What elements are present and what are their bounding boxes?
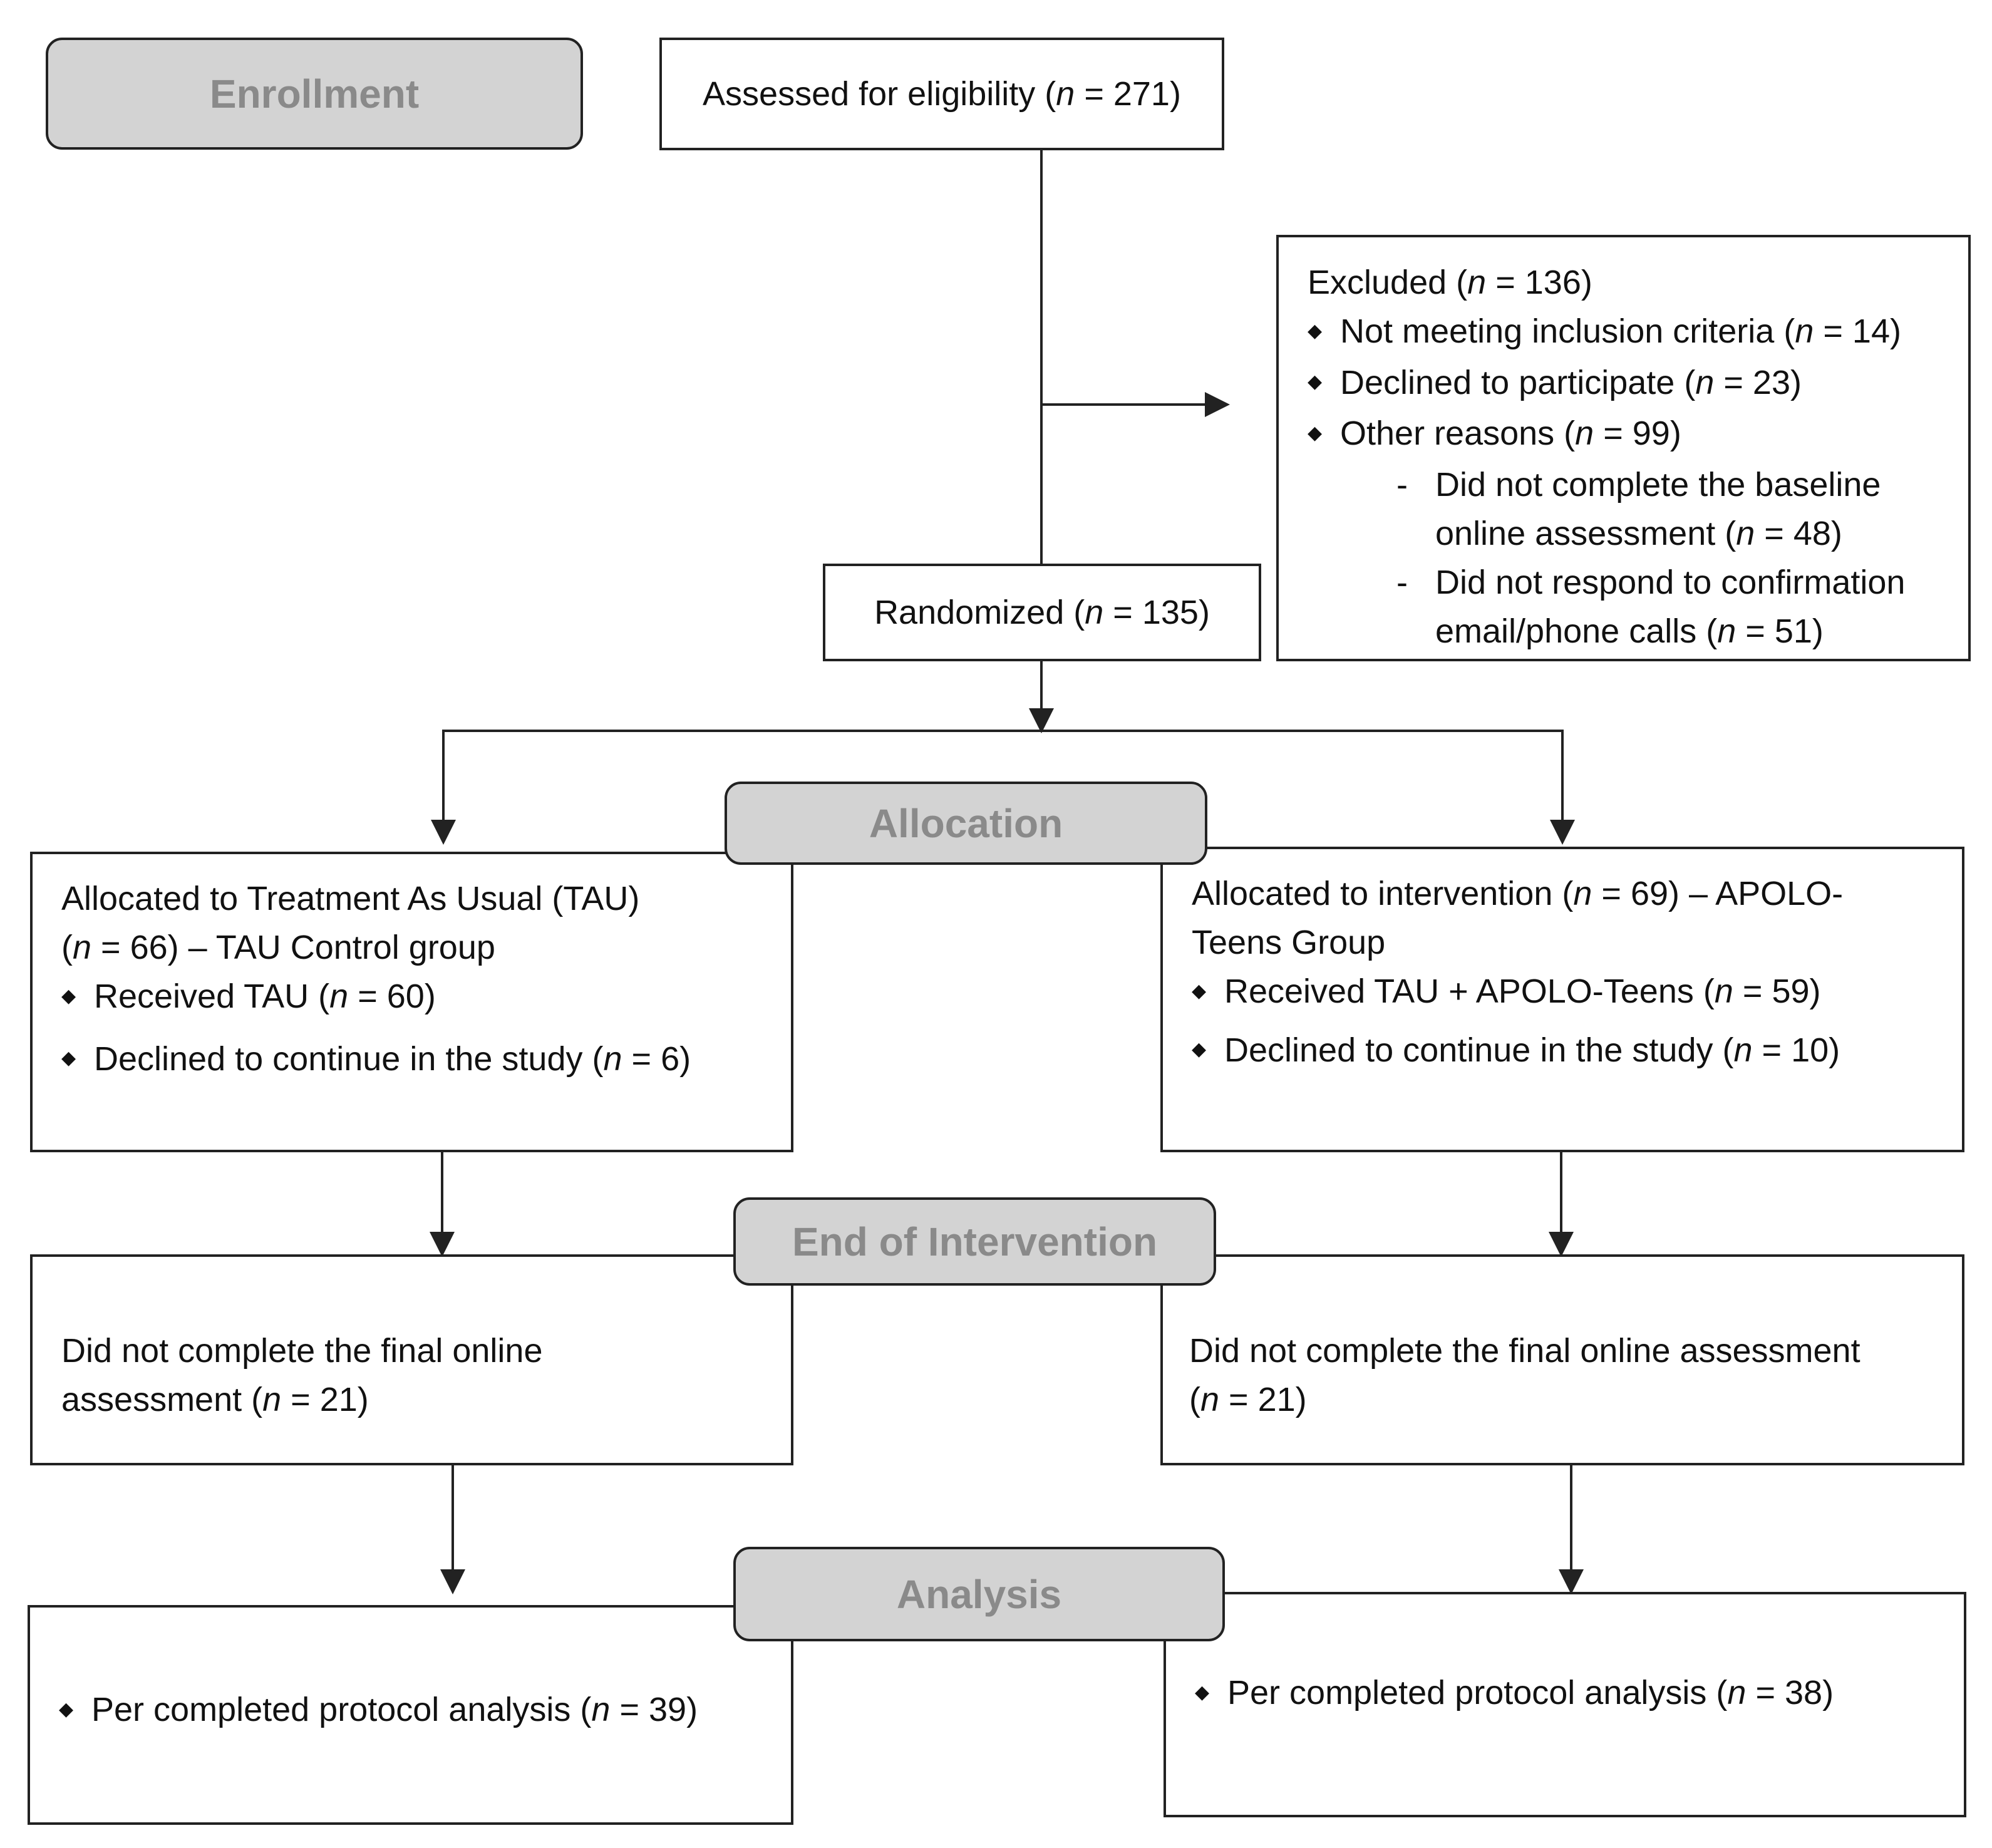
stage-allocation: Allocation: [725, 782, 1207, 865]
bullet-icon: ◆: [61, 1048, 76, 1069]
allocation-intervention-item: ◆Declined to continue in the study (n = …: [1192, 1026, 1962, 1077]
box-analysis-tau: ◆Per completed protocol analysis (n = 39…: [28, 1605, 793, 1825]
allocation-tau-item: ◆Received TAU (n = 60): [61, 972, 791, 1023]
end-intervention-line1: Did not complete the final online assess…: [1189, 1332, 1860, 1370]
box-end-intervention: Did not complete the final online assess…: [1160, 1254, 1964, 1465]
allocation-intervention-title: Allocated to intervention (n = 69) – APO…: [1192, 875, 1844, 912]
bullet-icon: ◆: [1308, 320, 1323, 341]
dash-icon: -: [1396, 466, 1408, 504]
end-intervention-line2: (n = 21): [1189, 1381, 1307, 1418]
stage-enrollment-label: Enrollment: [209, 71, 420, 116]
connector-split-left: [431, 730, 1041, 845]
box-end-tau: Did not complete the final online assess…: [30, 1254, 793, 1465]
analysis-tau-item: ◆Per completed protocol analysis (n = 39…: [59, 1685, 791, 1737]
excluded-item: ◆Other reasons (n = 99): [1308, 409, 1968, 460]
stage-analysis-label: Analysis: [896, 1571, 1062, 1617]
analysis-intervention-item: ◆Per completed protocol analysis (n = 38…: [1195, 1668, 1964, 1720]
allocation-tau-title: Allocated to Treatment As Usual (TAU): [61, 880, 640, 917]
end-tau-line2: assessment (n = 21): [61, 1381, 369, 1418]
allocation-tau-subtitle: (n = 66) – TAU Control group: [61, 929, 495, 966]
stage-enrollment: Enrollment: [46, 38, 583, 150]
box-excluded: Excluded (n = 136) ◆Not meeting inclusio…: [1276, 235, 1971, 661]
box-allocation-tau: Allocated to Treatment As Usual (TAU) (n…: [30, 852, 793, 1152]
bullet-icon: ◆: [61, 985, 76, 1006]
allocation-tau-item: ◆Declined to continue in the study (n = …: [61, 1035, 791, 1086]
bullet-icon: ◆: [1192, 1039, 1207, 1060]
excluded-item: ◆Not meeting inclusion criteria (n = 14): [1308, 307, 1968, 358]
stage-end-of-intervention: End of Intervention: [733, 1197, 1216, 1286]
stage-end-of-intervention-label: End of Intervention: [792, 1219, 1158, 1264]
box-analysis-intervention: ◆Per completed protocol analysis (n = 38…: [1164, 1592, 1966, 1817]
excluded-item: ◆Declined to participate (n = 23): [1308, 358, 1968, 410]
bullet-icon: ◆: [1195, 1681, 1210, 1703]
randomized-text: Randomized (n = 135): [874, 594, 1210, 631]
end-tau-line1: Did not complete the final online: [61, 1332, 543, 1370]
stage-analysis: Analysis: [733, 1547, 1225, 1641]
stage-allocation-label: Allocation: [869, 800, 1063, 846]
allocation-intervention-subtitle: Teens Group: [1192, 924, 1386, 961]
box-assessed-for-eligibility: Assessed for eligibility (n = 271): [659, 38, 1224, 150]
connector-split-right: [1041, 730, 1575, 845]
excluded-subitems: -Did not complete the baseline online as…: [1308, 460, 1968, 656]
box-randomized: Randomized (n = 135): [823, 564, 1261, 661]
excluded-subitem: -Did not respond to confirmation: [1396, 558, 1968, 607]
bullet-icon: ◆: [1192, 980, 1207, 1001]
excluded-subitem-cont: online assessment (n = 48): [1435, 515, 1842, 553]
excluded-subitem: -Did not complete the baseline: [1396, 460, 1968, 509]
allocation-intervention-item: ◆Received TAU + APOLO-Teens (n = 59): [1192, 967, 1962, 1018]
bullet-icon: ◆: [1308, 371, 1323, 393]
dash-icon: -: [1396, 564, 1408, 602]
excluded-heading: Excluded (n = 136): [1308, 264, 1592, 301]
assessed-text: Assessed for eligibility (n = 271): [703, 75, 1181, 113]
bullet-icon: ◆: [59, 1698, 74, 1720]
bullet-icon: ◆: [1308, 423, 1323, 444]
excluded-subitem-cont: email/phone calls (n = 51): [1435, 612, 1824, 651]
box-allocation-intervention: Allocated to intervention (n = 69) – APO…: [1160, 847, 1964, 1152]
